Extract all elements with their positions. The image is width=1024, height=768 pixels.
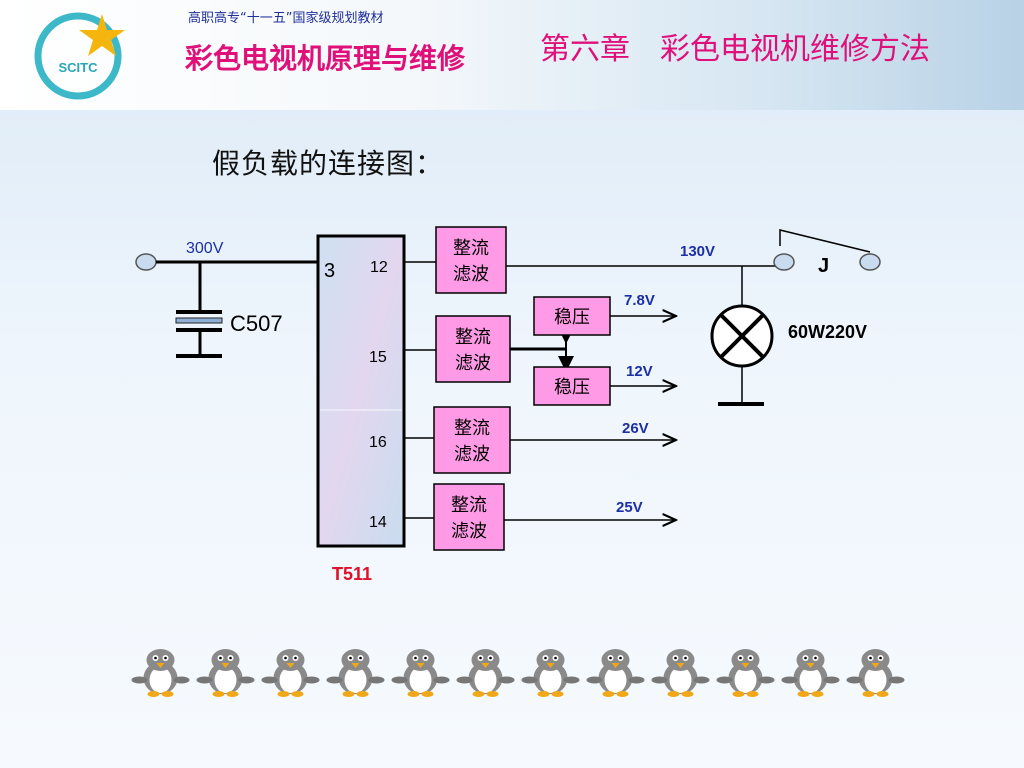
penguin-icon [391, 649, 450, 697]
output-26v-label: 26V [622, 420, 649, 437]
rectifier-1-label-top: 整流 [453, 238, 489, 259]
star-icon [79, 14, 125, 56]
pin-14: 14 [369, 514, 387, 531]
penguin-icon [846, 649, 905, 697]
logo-text: SCITC [59, 60, 99, 75]
switch-terminal-left [773, 253, 795, 271]
penguin-icon [261, 649, 320, 697]
penguin-icon [326, 649, 385, 697]
penguin-row [131, 649, 905, 697]
penguin-icon [716, 649, 775, 697]
rectifier-3-label-bottom: 滤波 [454, 444, 490, 465]
penguin-icon [521, 649, 580, 697]
penguin-icon [456, 649, 515, 697]
series-note: 高职高专“十一五”国家级规划教材 [188, 11, 384, 26]
penguin-icon [586, 649, 645, 697]
pin-15: 15 [369, 349, 387, 366]
output-7.8v-label: 7.8V [624, 292, 655, 309]
input-terminal [135, 253, 157, 271]
switch-label: J [818, 255, 829, 277]
pin-16: 16 [369, 434, 387, 451]
header-band [0, 0, 1024, 110]
rectifier-block-1 [435, 226, 507, 294]
rectifier-4-label-top: 整流 [451, 495, 487, 516]
transformer-label: T511 [332, 564, 372, 584]
book-title: 彩色电视机原理与维修 [184, 42, 465, 75]
rectifier-block-4 [433, 483, 505, 551]
penguin-icon [651, 649, 710, 697]
output-25v-label: 25V [616, 499, 643, 516]
switch-contact [779, 229, 871, 253]
pin-3: 3 [324, 260, 335, 282]
rectifier-4-label-bottom: 滤波 [451, 521, 487, 542]
regulator-1-label: 稳压 [554, 307, 590, 328]
input-voltage-label: 300V [186, 240, 224, 257]
lamp-label: 60W220V [788, 322, 867, 342]
lamp-icon [710, 304, 774, 368]
rectifier-2-label-top: 整流 [455, 327, 491, 348]
rectifier-3-label-top: 整流 [454, 418, 490, 439]
output-130v-label: 130V [680, 243, 715, 260]
rectifier-block-3 [433, 406, 511, 474]
rectifier-1-label-bottom: 滤波 [453, 264, 489, 285]
pin-12: 12 [370, 259, 388, 276]
penguin-icon [196, 649, 255, 697]
chapter-title: 第六章 彩色电视机维修方法 [540, 32, 930, 67]
regulator-2-label: 稳压 [554, 377, 590, 398]
rectifier-block-2 [435, 315, 511, 383]
penguin-icon [781, 649, 840, 697]
school-logo: SCITC [34, 12, 125, 100]
slide-heading: 假负载的连接图： [212, 147, 445, 180]
rectifier-2-label-bottom: 滤波 [455, 353, 491, 374]
output-12v-label: 12V [626, 363, 653, 380]
switch-terminal-right [859, 253, 881, 271]
capacitor-label: C507 [230, 311, 283, 336]
penguin-icon [131, 649, 190, 697]
regulator-block-2 [533, 366, 611, 406]
transformer-core [316, 234, 406, 548]
